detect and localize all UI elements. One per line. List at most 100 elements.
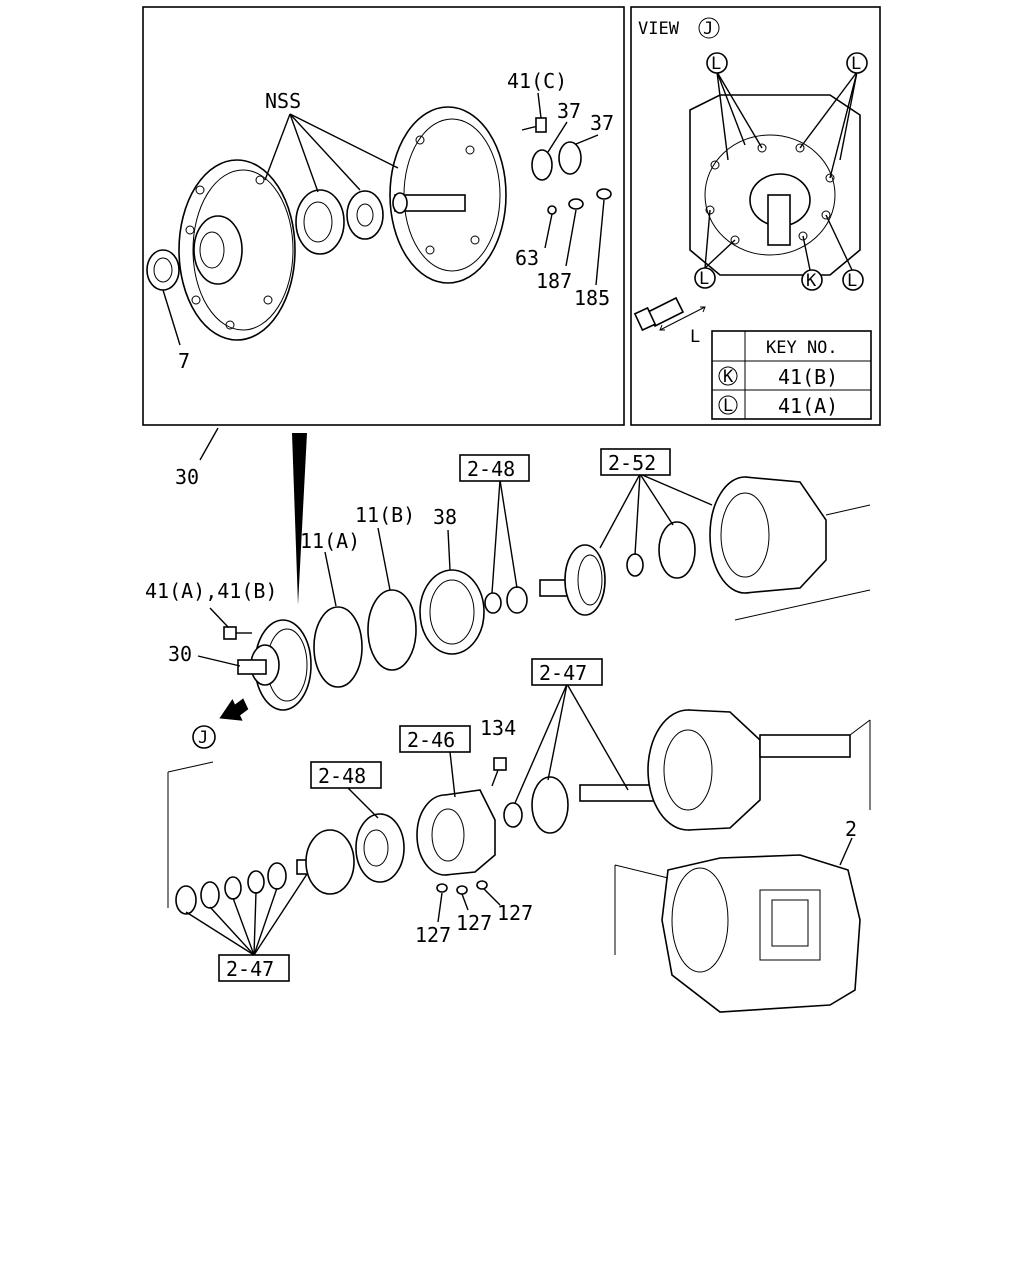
label-187: 187: [536, 269, 572, 293]
outer-gear: [295, 189, 345, 255]
box-246: [399, 725, 471, 753]
label-11b: 11(B): [355, 503, 415, 527]
leader-127-a: [437, 892, 443, 923]
part-7-seal: [146, 249, 180, 291]
view-circle-l-bottom-left: L: [694, 267, 716, 289]
label-11a: 11(A): [300, 529, 360, 553]
part-37-ring-b: [558, 141, 582, 175]
label-41c: 41(C): [507, 69, 567, 93]
leader-38: [447, 529, 451, 571]
centerline-mid-a: [849, 719, 871, 736]
key-row-2-value: 41(A): [778, 394, 838, 418]
leader-30: [197, 655, 241, 667]
view-j-leaders: [704, 71, 858, 271]
inset-oil-pump: NSS 41(C) 37 37 63 187 185 7: [142, 6, 625, 426]
ring-247-b: [200, 881, 220, 909]
ring-247-e: [267, 862, 287, 890]
drum-246: [416, 789, 496, 876]
main-assembly: 30 41(A),41(B) 30 11(A) 11(B) 38: [145, 427, 871, 1013]
part-187-spring: [568, 198, 584, 210]
output-shaft-assembly: [579, 709, 851, 831]
svg-text:K: K: [806, 271, 817, 291]
part-63-ball: [547, 205, 557, 215]
label-30: 30: [168, 642, 192, 666]
box-247-low: [218, 954, 290, 982]
view-letter: J: [703, 19, 713, 39]
svg-text:L: L: [847, 271, 857, 291]
gear-248-low: [355, 813, 405, 883]
label-2: 2: [845, 817, 857, 841]
thrust-ring-252: [626, 553, 644, 577]
centerline-case-a: [614, 864, 669, 879]
svg-text:L: L: [711, 54, 721, 74]
boxed-leaders: [185, 473, 713, 956]
part-37-ring-a: [531, 149, 553, 181]
box-247-mid: [531, 658, 603, 686]
oring-11a: [313, 606, 363, 688]
key-row-2-sym: L: [723, 396, 733, 416]
label-7: 7: [178, 349, 190, 373]
view-letter-circle: [698, 17, 720, 39]
view-j-letter: J: [198, 728, 208, 748]
transmission-case-2: [661, 854, 861, 1013]
clutch-drum-top: [709, 476, 827, 594]
view-title: VIEW: [638, 19, 680, 39]
hub-247: [296, 829, 355, 895]
gasket-38: [419, 569, 485, 655]
view-circle-l-top-right: L: [846, 52, 868, 74]
bolt-134: [491, 757, 507, 787]
ring-247-a: [175, 885, 197, 915]
pump-cover: [178, 159, 296, 341]
pointer-wedge: [292, 433, 307, 605]
ring-247-c: [224, 876, 242, 900]
leader-11a: [324, 551, 337, 607]
planetary-gear-252: [658, 521, 696, 579]
leader-127-c: [483, 888, 501, 906]
thrust-washer-247: [503, 802, 523, 828]
oring-127-c: [476, 880, 488, 890]
svg-text:L: L: [699, 269, 709, 289]
leader-127-b: [461, 893, 469, 911]
centerline-low-a: [167, 761, 214, 773]
leader-41ab: [209, 607, 229, 628]
label-37b: 37: [590, 111, 614, 135]
label-134: 134: [480, 716, 516, 740]
key-table: KEY NO. K 41(B) L 41(A): [711, 330, 872, 420]
oring-127-a: [436, 883, 448, 893]
view-j-marker: [192, 725, 216, 749]
label-252: 2-52: [608, 451, 656, 475]
oring-127-b: [456, 885, 468, 895]
view-arrow: [219, 698, 249, 721]
leader-11b: [377, 527, 391, 591]
label-248-low: 2-48: [318, 764, 366, 788]
label-63: 63: [515, 246, 539, 270]
pump-assembly-30: [237, 619, 312, 711]
centerline-top-a: [825, 504, 871, 516]
inset-oil-pump-leaders: [162, 92, 605, 346]
thrust-washer-top: [484, 592, 502, 614]
label-127-b: 127: [456, 911, 492, 935]
pump-body: [389, 106, 507, 284]
view-circle-k-bottom: K: [801, 269, 823, 291]
key-row-1-value: 41(B): [778, 365, 838, 389]
part-185-plug: [596, 188, 612, 200]
shaft-assembly-top: [539, 544, 606, 616]
box-248-top: [459, 454, 530, 482]
centerline-top-b: [734, 589, 871, 621]
leader-2: [839, 837, 853, 866]
view-circle-l-top-left: L: [706, 52, 728, 74]
label-37a: 37: [557, 99, 581, 123]
label-247-mid: 2-47: [539, 661, 587, 685]
leader-30-top: [199, 427, 219, 461]
label-185: 185: [574, 286, 610, 310]
needle-bearing-top: [506, 586, 528, 614]
inset-view-j: VIEW J L: [630, 6, 881, 426]
bolt-dimension-l: [633, 296, 706, 332]
box-252: [600, 448, 671, 476]
label-nss: NSS: [265, 89, 301, 113]
bolt-41ab: [223, 626, 237, 640]
label-30-top: 30: [175, 465, 199, 489]
key-row-1-sym: K: [723, 367, 734, 387]
